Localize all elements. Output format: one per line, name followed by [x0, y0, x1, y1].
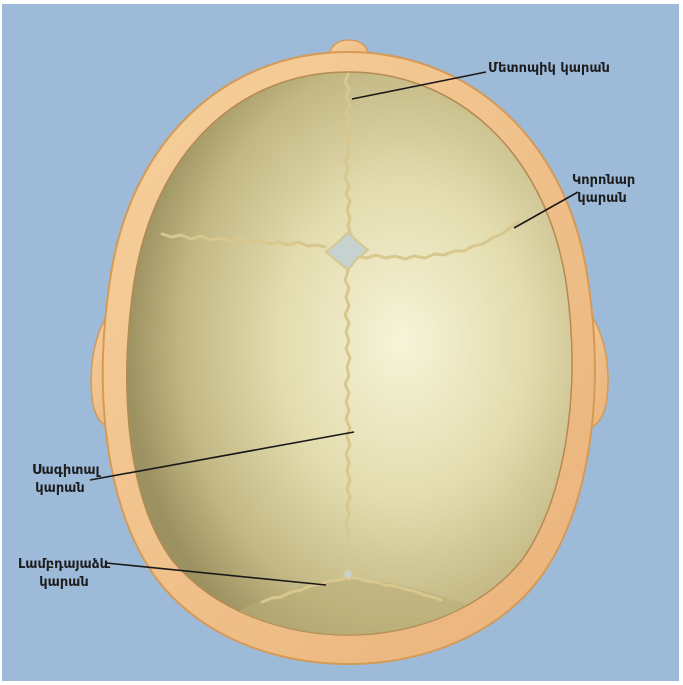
lambdoid-label-line1: Լամբդայաձև: [18, 556, 110, 574]
coronal-label-line2: կարան: [572, 190, 632, 208]
sagittal-label-line2: կարան: [32, 480, 88, 498]
lambdoid-label-line2: կարան: [18, 574, 110, 592]
sagittal-suture-label: Սագիտալ կարան: [32, 462, 88, 498]
lambdoid-suture-label: Լամբդայաձև կարան: [18, 556, 110, 592]
metopic-suture-label: Մետոպիկ կարան: [488, 60, 610, 78]
sagittal-label-line1: Սագիտալ: [32, 462, 88, 480]
metopic-label-line1: Մետոպիկ կարան: [488, 60, 610, 78]
coronal-suture-label: Կորոնար կարան: [572, 172, 632, 208]
coronal-label-line1: Կորոնար: [572, 172, 632, 190]
